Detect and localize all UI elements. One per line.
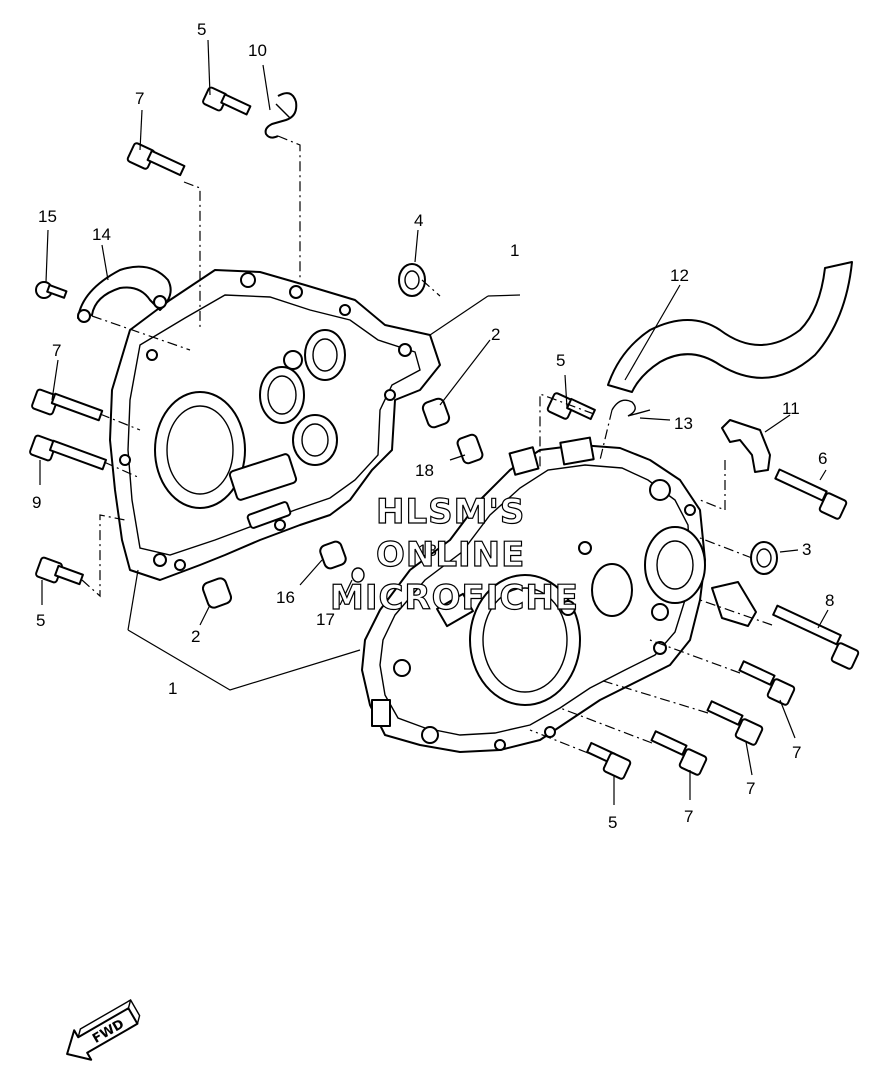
bolt-6 [774, 468, 848, 520]
plate-14 [77, 265, 172, 323]
pin-16 [319, 540, 347, 570]
bolt-7-left [31, 388, 104, 422]
oil-seal-3 [750, 541, 778, 575]
callout-label: 7 [52, 341, 61, 360]
callout-label: 10 [248, 41, 267, 60]
callout-label: 14 [92, 225, 111, 244]
callout-label: 6 [818, 449, 827, 468]
watermark: HLSM'S ONLINE MICROFICHE [329, 491, 579, 618]
oil-seal-4 [398, 263, 426, 297]
bolt-7-right-b [706, 700, 764, 746]
callout-label: 1 [510, 241, 519, 260]
bolt-8 [772, 604, 860, 670]
callout-label: 8 [825, 591, 834, 610]
callout-label: 5 [197, 20, 206, 39]
callout-label: 2 [491, 325, 500, 344]
callout-label: 7 [135, 89, 144, 108]
dowel-2-bottom [201, 577, 233, 609]
callout-label: 18 [415, 461, 434, 480]
bolt-7-right-c [650, 730, 708, 776]
callout-label: 2 [191, 627, 200, 646]
bolt-7-right-a [738, 660, 796, 706]
leader-lines [39, 39, 829, 805]
callout-label: 9 [32, 493, 41, 512]
bracket [711, 581, 757, 627]
screw-15 [35, 281, 68, 299]
watermark-line-3: MICROFICHE [330, 578, 579, 618]
callout-label: 16 [276, 588, 295, 607]
bolt-5-top [202, 86, 252, 116]
callout-label: 4 [414, 211, 423, 230]
callout-label: 3 [802, 540, 811, 559]
callout-label: 5 [608, 813, 617, 832]
callout-label: 11 [782, 399, 800, 418]
callouts: 5 10 7 15 14 4 1 2 12 5 13 11 7 18 6 9 3… [32, 20, 834, 832]
callout-label: 15 [38, 207, 57, 226]
callout-label: 13 [674, 414, 693, 433]
o-ring-17 [351, 567, 365, 583]
collar-18 [456, 433, 484, 465]
bolt-7-top [126, 142, 186, 177]
callout-label: 7 [792, 743, 801, 762]
right-crankcase [361, 436, 706, 753]
callout-label: 5 [556, 351, 565, 370]
bolt-5-left [35, 556, 84, 586]
bolt-5-bottom [586, 741, 632, 780]
fwd-arrow: FWD [66, 999, 141, 1061]
callout-label: 5 [36, 611, 45, 630]
watermark-line-1: HLSM'S [376, 492, 525, 532]
callout-label: 12 [670, 266, 689, 285]
clip-13 [611, 399, 651, 417]
callout-label: 7 [684, 807, 693, 826]
callout-label: 7 [746, 779, 755, 798]
holder-11 [721, 419, 771, 473]
watermark-line-2: ONLINE [376, 535, 525, 575]
bolt-9 [29, 434, 108, 471]
left-crankcase [109, 269, 441, 581]
breather-hose-12 [607, 261, 853, 393]
callout-label: 18 [418, 541, 437, 560]
callout-label: 1 [168, 679, 177, 698]
clamp-10 [264, 92, 298, 139]
callout-label: 17 [316, 610, 335, 629]
dowel-2-top [421, 397, 451, 429]
fwd-arrow-icon [66, 1007, 139, 1061]
